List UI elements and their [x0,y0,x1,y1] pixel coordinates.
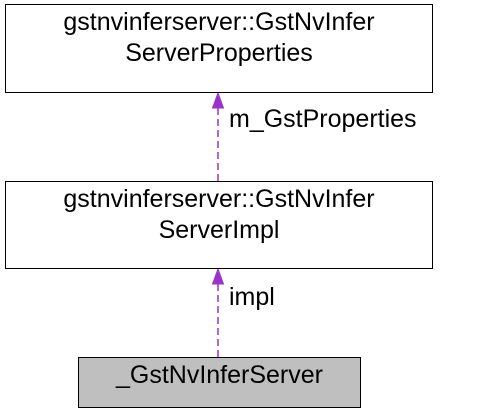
edge-server-to-impl [211,267,225,357]
arrowhead-props-icon [211,91,225,109]
node-gst-nv-infer-server[interactable]: _GstNvInferServer [78,357,361,408]
node-title-line1: gstnvinferserver::GstNvInfer [63,8,375,36]
arrowhead-impl-icon [211,267,225,285]
edge-label-m-gst-properties: m_GstProperties [229,105,417,133]
node-title-line2: ServerProperties [125,39,313,67]
node-server-impl[interactable]: gstnvinferserver::GstNvInfer ServerImpl [5,181,433,269]
edge-impl-to-properties [211,91,225,181]
node-title-line2: ServerImpl [158,216,280,244]
edge-label-impl: impl [229,283,275,311]
node-title: _GstNvInferServer [115,361,323,389]
node-server-properties[interactable]: gstnvinferserver::GstNvInfer ServerPrope… [5,4,433,93]
node-title-line1: gstnvinferserver::GstNvInfer [63,185,375,213]
